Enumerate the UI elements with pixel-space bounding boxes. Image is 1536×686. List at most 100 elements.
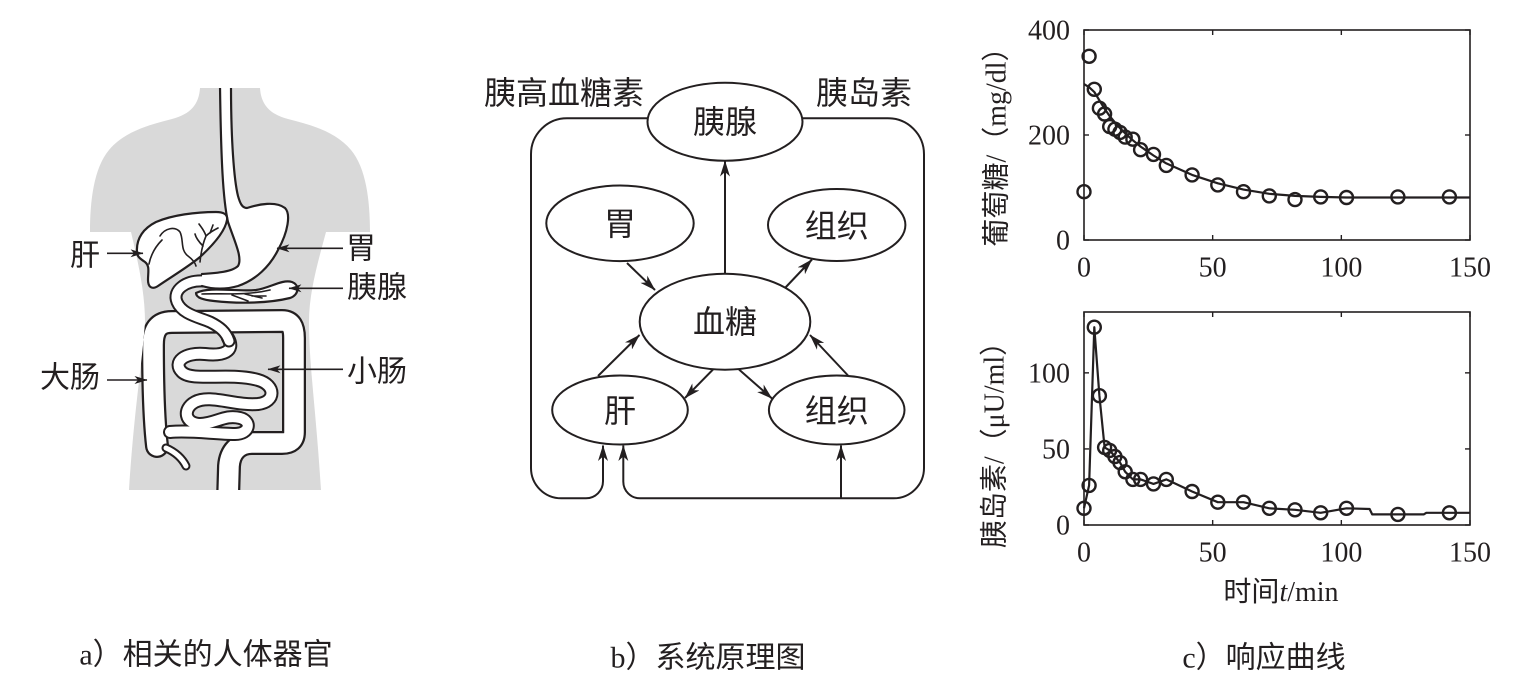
x-axis-label-part: t xyxy=(1279,577,1288,608)
glucose-x-tick-label: 50 xyxy=(1199,253,1227,284)
arrow-blood-glucose-to-tissue-lower xyxy=(738,368,773,400)
large-intestine-body xyxy=(143,311,304,490)
insulin-data-point xyxy=(1158,471,1175,488)
duodenum xyxy=(169,274,236,348)
glucose-x-tick-label: 0 xyxy=(1077,253,1091,284)
liver-organ xyxy=(135,210,229,289)
node-tissue-lower-label: 组织 xyxy=(805,393,869,429)
stomach-label: 胃 xyxy=(346,233,376,266)
glucose-data-point xyxy=(1076,183,1092,200)
glucose-x-tick-label: 100 xyxy=(1320,253,1362,284)
node-stomach-label: 胃 xyxy=(604,206,636,242)
insulin-signal-path xyxy=(618,117,925,500)
node-liver: 肝 xyxy=(551,374,689,446)
panel-b-system-diagram: 胰高血糖素 胰岛素 胰腺 胃 组织 血糖 肝 组织 xyxy=(484,75,925,675)
glucose-data-point xyxy=(1081,48,1097,64)
x-axis-label-part: 时间 xyxy=(1223,576,1279,608)
node-blood-glucose-label: 血糖 xyxy=(693,304,757,340)
insulin-x-tick-label: 0 xyxy=(1077,538,1091,569)
liver-lobe-crease xyxy=(148,239,163,265)
glucose-x-tick-label: 150 xyxy=(1449,253,1491,284)
node-tissue-upper-shape xyxy=(767,188,907,262)
node-liver-label: 肝 xyxy=(604,393,636,429)
large-intestine xyxy=(141,309,306,490)
panel-a-caption: a）相关的人体器官 xyxy=(79,639,332,672)
arrow-blood-glucose-to-liver xyxy=(684,368,714,399)
glucose-model-curve xyxy=(1083,83,1470,199)
glucose-data-point xyxy=(1086,81,1103,98)
panel-c-caption: c）响应曲线 xyxy=(1182,642,1345,675)
arrow-blood-glucose-to-tissue-upper xyxy=(784,258,813,289)
insulin-x-tick-label: 150 xyxy=(1449,538,1491,569)
node-pancreas-label: 胰腺 xyxy=(693,104,757,140)
node-tissue-upper: 组织 xyxy=(767,188,907,262)
insulin-plot-frame xyxy=(1083,311,1471,526)
insulin-y-tick-label: 100 xyxy=(1028,358,1070,389)
x-axis-label-part: /min xyxy=(1287,577,1338,608)
panel-a-organs-illustration: 肝 胃 胰腺 大肠 小肠 a）相关的人体器官 xyxy=(40,88,407,672)
insulin-data-point xyxy=(1081,477,1097,494)
glucose-data-point xyxy=(1441,189,1458,205)
glucose-data-point xyxy=(1132,141,1149,158)
insulin-data-point xyxy=(1261,500,1278,516)
pancreatic-duct xyxy=(201,289,271,302)
insulin-data-point xyxy=(1287,502,1303,518)
stomach-fill xyxy=(202,88,289,289)
glucagon-signal-path xyxy=(530,117,648,500)
insulin-data-point xyxy=(1132,471,1149,488)
insulin-data-point xyxy=(1210,494,1226,510)
arrow-stomach-to-blood-glucose xyxy=(626,262,656,291)
glucose-data-point xyxy=(1145,146,1162,163)
glucose-y-tick-label: 400 xyxy=(1028,16,1070,47)
insulin-x-tick-label: 50 xyxy=(1199,538,1227,569)
duodenum-body xyxy=(171,276,234,346)
node-stomach-shape xyxy=(545,184,695,263)
insulin-y-axis-label: 胰岛素/（μU/ml） xyxy=(979,328,1011,548)
pancreas-label: 胰腺 xyxy=(347,272,407,305)
glucose-y-axis-label: 葡萄糖/（mg/dl） xyxy=(981,33,1013,246)
insulin-signal-label: 胰岛素 xyxy=(816,75,912,111)
insulin-y-tick-label: 50 xyxy=(1042,434,1070,465)
insulin-data-point xyxy=(1312,505,1329,521)
glucose-data-point xyxy=(1287,191,1303,208)
glucose-data-point xyxy=(1338,189,1355,206)
organs xyxy=(135,88,306,490)
node-liver-shape xyxy=(551,374,689,446)
glucose-data-point xyxy=(1117,129,1133,145)
appendix-body xyxy=(163,445,189,469)
insulin-data-point xyxy=(1076,500,1092,516)
large-intestine-label: 大肠 xyxy=(40,362,100,395)
small-intestine-label: 小肠 xyxy=(347,356,407,389)
insulin-data-point xyxy=(1091,388,1108,404)
insulin-data-point xyxy=(1145,476,1162,492)
glucagon-signal-label: 胰高血糖素 xyxy=(484,75,644,111)
node-tissue-upper-label: 组织 xyxy=(805,208,869,244)
gallbladder-detail xyxy=(159,227,197,267)
glucose-chart: 0 50 100 150 0 200 400 葡萄糖/（mg/dl） xyxy=(981,16,1492,284)
insulin-data-point xyxy=(1125,471,1141,488)
insulin-data-point xyxy=(1441,505,1458,521)
stomach-greater-curvature xyxy=(200,88,290,290)
node-pancreas: 胰腺 xyxy=(646,81,804,162)
glucose-data-point xyxy=(1312,189,1329,205)
small-intestine-body xyxy=(165,333,277,439)
stomach-organ xyxy=(200,88,290,290)
glucose-plot-frame xyxy=(1083,29,1471,241)
liver-label: 肝 xyxy=(70,240,100,273)
insulin-data-point xyxy=(1184,483,1200,500)
insulin-x-axis-label: 时间t/min xyxy=(1223,576,1338,608)
bile-duct-detail xyxy=(194,223,219,263)
glucose-y-tick-label: 0 xyxy=(1056,226,1070,257)
stomach-lesser-curvature xyxy=(200,88,241,276)
node-tissue-lower: 组织 xyxy=(767,374,906,446)
panel-b-caption: b）系统原理图 xyxy=(611,642,806,675)
arrow-tissue-lower-to-blood-glucose xyxy=(809,334,849,377)
glucose-data-point xyxy=(1158,157,1175,174)
insulin-data-point xyxy=(1390,506,1406,523)
glucose-y-tick-label: 200 xyxy=(1028,121,1070,152)
node-tissue-lower-shape xyxy=(767,374,906,446)
node-stomach: 胃 xyxy=(545,184,695,263)
